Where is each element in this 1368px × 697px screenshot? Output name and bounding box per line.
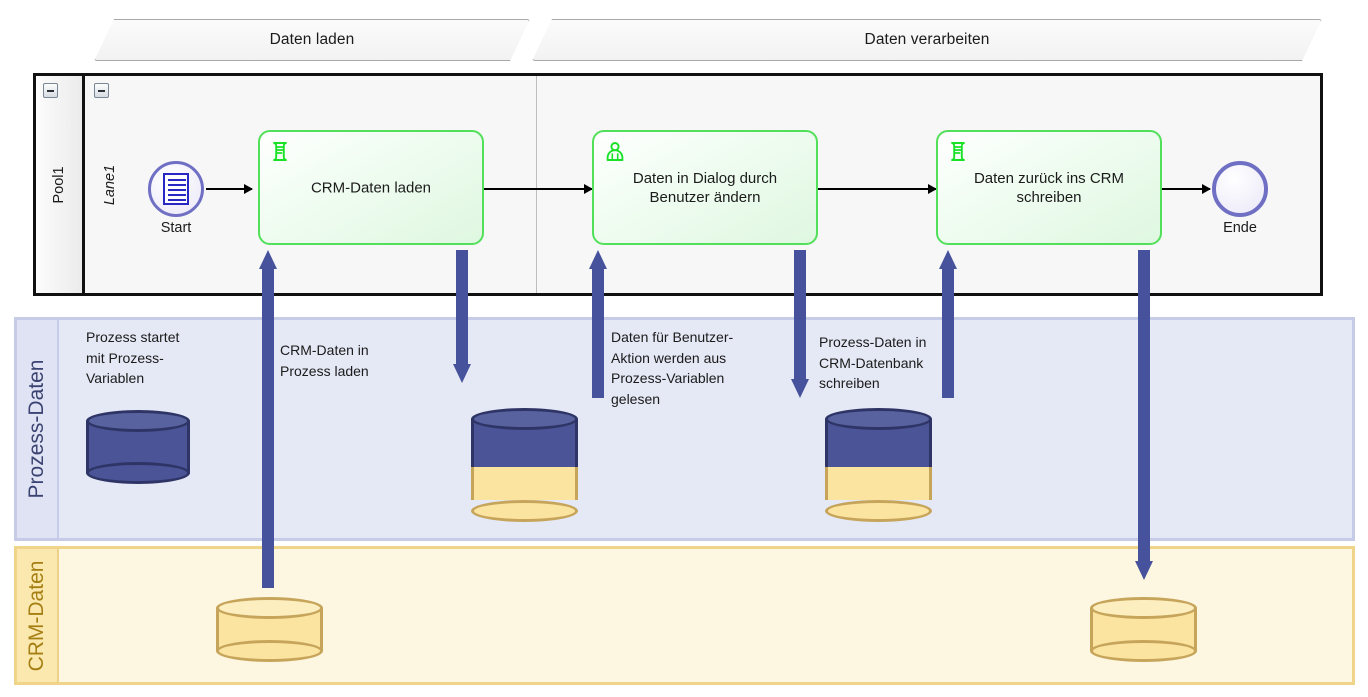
band-prozess-daten: Prozess-Daten (14, 317, 1355, 541)
arrow-head (791, 379, 809, 398)
phase-banner-daten-laden[interactable]: Daten laden (94, 19, 530, 61)
pool-header[interactable]: Pool1 (36, 76, 85, 293)
cylinder-bottom (216, 640, 323, 662)
lane-collapse-icon[interactable] (94, 83, 109, 98)
sequence-flow-start-to-task1 (206, 184, 253, 194)
phase-label: Daten verarbeiten (864, 31, 990, 48)
arrow-head (453, 364, 471, 383)
start-event-label: Start (160, 220, 192, 236)
data-flow-arrow-process-to-task3 (939, 250, 957, 398)
task-daten-zurueck-ins-crm[interactable]: Daten zurück ins CRM schreiben (936, 130, 1162, 245)
pool: Pool1 Lane1 Start CRM-Daten laden (33, 73, 1323, 296)
cylinder-cap (471, 408, 578, 430)
data-flow-arrow-process-to-task2 (589, 250, 607, 398)
note-prozess-daten-in-crm: Prozess-Daten in CRM-Datenbank schreiben (819, 334, 927, 391)
band-label: Prozess-Daten (25, 359, 48, 499)
arrow-shaft (592, 269, 604, 398)
lane-label: Lane1 (102, 164, 118, 205)
start-event[interactable] (148, 161, 204, 217)
arrow-head (259, 250, 277, 269)
cylinder-bottom (825, 500, 932, 522)
datastore-mixed-1 (471, 408, 578, 522)
cylinder-cap (86, 410, 190, 432)
phase-shape (94, 19, 530, 61)
cylinder-cap (216, 597, 323, 619)
cylinder-bottom (471, 500, 578, 522)
datastore-crm-left (216, 597, 323, 662)
script-task-icon (951, 142, 965, 161)
cylinder-cap (825, 408, 932, 430)
arrow-head (939, 250, 957, 269)
cylinder-cap (1090, 597, 1197, 619)
task-crm-daten-laden[interactable]: CRM-Daten laden (258, 130, 484, 245)
datastore-process-variables (86, 410, 190, 484)
pool-label: Pool1 (51, 165, 67, 204)
task-daten-in-dialog[interactable]: Daten in Dialog durch Benutzer ändern (592, 130, 818, 245)
end-event[interactable] (1212, 161, 1268, 217)
arrow-shaft (262, 269, 274, 588)
data-flow-arrow-task1-to-process (453, 250, 471, 383)
arrow-shaft (1138, 250, 1150, 561)
script-task-icon (273, 142, 287, 161)
datastore-mixed-2 (825, 408, 932, 522)
phase-label: Daten laden (269, 31, 355, 48)
band-crm-daten-header: CRM-Daten (17, 549, 59, 682)
note-daten-fuer-benutzer-aktion: Daten für Benutzer- Aktion werden aus Pr… (611, 329, 734, 407)
data-flow-arrow-task2-to-process (791, 250, 809, 398)
task-label: Daten in Dialog durch Benutzer ändern (632, 169, 778, 206)
phase-banner-daten-verarbeiten[interactable]: Daten verarbeiten (532, 19, 1322, 61)
end-event-label: Ende (1223, 220, 1257, 236)
phase-divider (536, 76, 537, 293)
arrow-head (1135, 561, 1153, 580)
pool-collapse-icon[interactable] (43, 83, 58, 98)
data-flow-arrow-task3-to-crm (1135, 250, 1153, 580)
task-label: CRM-Daten laden (310, 179, 432, 196)
band-prozess-daten-header: Prozess-Daten (17, 320, 59, 538)
band-label: CRM-Daten (25, 560, 48, 671)
note-crm-daten-in-prozess: CRM-Daten in Prozess laden (280, 342, 369, 379)
cylinder-bottom (86, 462, 190, 484)
phase-shape (532, 19, 1322, 61)
arrow-shaft (794, 250, 806, 379)
sequence-flow-task1-to-task2 (484, 184, 593, 194)
arrow-head (589, 250, 607, 269)
cylinder-body-bottom-yellow (471, 465, 578, 500)
cylinder-bottom (1090, 640, 1197, 662)
data-flow-arrow-crm-to-task1 (259, 250, 277, 588)
lane-header[interactable]: Lane1 (88, 76, 132, 293)
user-task-icon (606, 142, 624, 161)
sequence-flow-task2-to-task3 (818, 184, 937, 194)
arrow-shaft (456, 250, 468, 364)
sequence-flow-task3-to-end (1162, 184, 1211, 194)
message-form-icon (163, 173, 189, 205)
note-prozess-startet: Prozess startet mit Prozess- Variablen (86, 329, 180, 386)
arrow-shaft (942, 269, 954, 398)
datastore-crm-right (1090, 597, 1197, 662)
cylinder-body-bottom-yellow (825, 465, 932, 500)
task-label: Daten zurück ins CRM schreiben (973, 169, 1125, 206)
